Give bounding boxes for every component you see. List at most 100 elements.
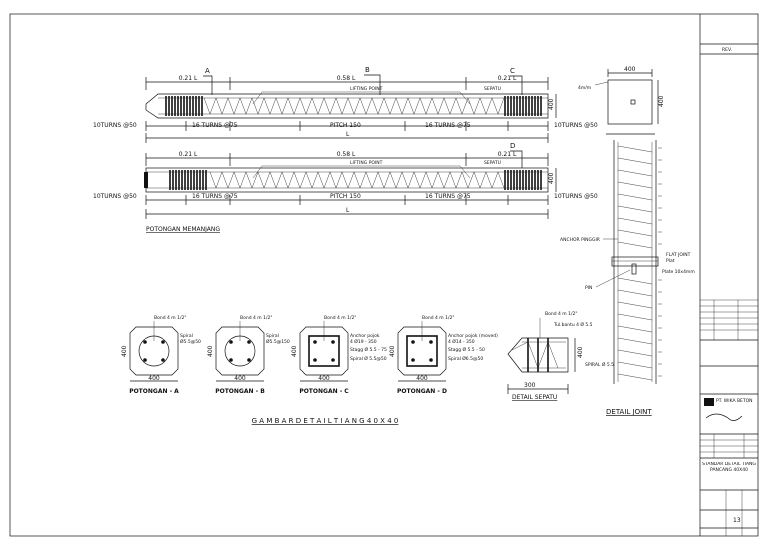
section-height-label: 400 [121,345,128,357]
anchor-label: ANCHOR PINGGIR [560,237,600,243]
section-outline [397,326,447,376]
company-name: PT. WIKA BETON [716,398,753,404]
joint-spiral [617,145,662,381]
section-note: Anchor pojok (moved) [448,333,498,339]
rebar-dot [143,340,147,344]
drawing-name: STANDAR DETAIL TIANG PANCANG 40X40 [702,462,756,473]
turns-label: 10TURNS @50 [93,122,137,129]
rebar-dot [429,340,433,344]
height-label: 400 [548,98,555,110]
section-note: Anchor pojok [350,333,380,339]
rebar-dot [411,358,415,362]
section-head-label: Bond 4 m 1/2" [422,315,454,321]
ratio-label: 0.21 L [179,75,198,82]
sheet-number: 13 [733,517,741,524]
section-marker-d: D [510,142,515,150]
sepatu-shape [507,337,569,373]
rebar-dot [331,358,335,362]
pitch-label: PITCH 150 [330,193,361,200]
section-note: Stagg Ø 5.5 - 50 [448,346,485,353]
pile-elevation-top: 0.21 L 0.58 L 0.21 L A B C LIFTING POINT… [93,66,598,143]
length-label: L [346,131,350,138]
spiral-reinforcement [209,171,505,189]
joint-plate [611,256,659,267]
rebar-dot [411,340,415,344]
pile-elevation-bottom: 0.21 L 0.58 L 0.21 L D LIFTING POINT SEP… [93,142,598,233]
cross-sections: 400 400 Bond 4 m 1/2" SpiralØ5.5@50POTONGAN… [121,315,498,395]
plat-label: Plat [666,258,675,264]
turns-label: 16 TURNS @75 [425,193,471,200]
rebar-dot [161,340,165,344]
sepatu-head-label: Bond 4 m 1/2" [545,311,577,317]
sepatu-label: SEPATU [484,86,501,92]
top-height-label: 400 [658,95,665,107]
section-note: 4 Ø19 - 350 [350,338,377,345]
section-height-label: 400 [291,345,298,357]
detail-joint: ANCHOR PINGGIR FLAT JOINT Plat Plate 10x… [560,133,695,416]
turns-label: 16 TURNS @75 [192,193,238,200]
section-width-label: 400 [318,375,330,382]
section-note: Ø5.5@150 [266,338,290,345]
dense-stirrups [169,170,542,190]
rebar-dot [161,358,165,362]
section-width-label: 400 [416,375,428,382]
section-caption: POTONGAN - A [129,388,179,395]
ratio-label: 0.58 L [337,151,356,158]
turns-label: 16 TURNS @75 [425,122,471,129]
ratio-label: 0.21 L [498,75,517,82]
section-outline [299,326,349,376]
sepatu-tul-label: Tul.bantu 4 Ø 5.5 [553,321,593,328]
section-outline [129,326,179,376]
ratio-label: 0.21 L [179,151,198,158]
pile-body [145,93,549,119]
turns-label: 10TURNS @50 [93,193,137,200]
section-note: 4 Ø14 - 350 [448,338,475,345]
length-label: L [346,207,350,214]
rebar-dot [429,358,433,362]
signature [705,413,743,421]
rebar-dot [143,358,147,362]
pile-top-section: 400 400 4m/m [578,66,665,125]
turns-label: 10TURNS @50 [554,122,598,129]
section-note: Spiral [180,333,193,339]
plate-label: Plate 10x4mm [662,269,695,275]
section-note: Spiral Ø 5.5@50 [350,355,387,362]
sepatu-height-label: 400 [577,346,584,358]
section-head-label: Bond 4 m 1/2" [240,315,272,321]
spiral-reinforcement [203,97,505,115]
rebar-dot [229,340,233,344]
dense-stirrups [165,96,542,116]
flat-joint-label: FLAT JOINT [666,252,691,258]
section-caption: POTONGAN - B [215,388,265,395]
section-caption: POTONGAN - D [397,388,447,395]
section-head-label: Bond 4 m 1/2" [324,315,356,321]
turns-label: 16 TURNS @75 [192,122,238,129]
detail-sepatu: Bond 4 m 1/2" Tul.bantu 4 Ø 5.5 400 SPIR… [507,311,614,401]
ratio-label: 0.21 L [498,151,517,158]
title-block: REV. PT. WIKA BETON STANDAR DETAIL TIANG… [700,43,758,536]
rebar-dot [313,340,317,344]
height-label: 400 [548,172,555,184]
section-outline [215,326,265,376]
section-note: Ø5.5@50 [180,338,201,345]
rebar-dot [313,358,317,362]
sepatu-width-label: 300 [524,382,536,389]
sepatu-spiral-label: SPIRAL Ø 5.5 [585,361,614,368]
top-square [607,79,653,125]
pin-label: PIN [585,285,592,291]
title-block-rows [700,434,758,458]
rebar-dot [247,340,251,344]
top-width-label: 400 [624,66,636,73]
section-marker-a: A [205,67,210,75]
rebar-dot [247,358,251,362]
sepatu-label: SEPATU [484,160,501,166]
section-width-label: 400 [234,375,246,382]
turns-label: 10TURNS @50 [554,193,598,200]
ratio-label: 0.58 L [337,75,356,82]
rebar-dot [331,340,335,344]
